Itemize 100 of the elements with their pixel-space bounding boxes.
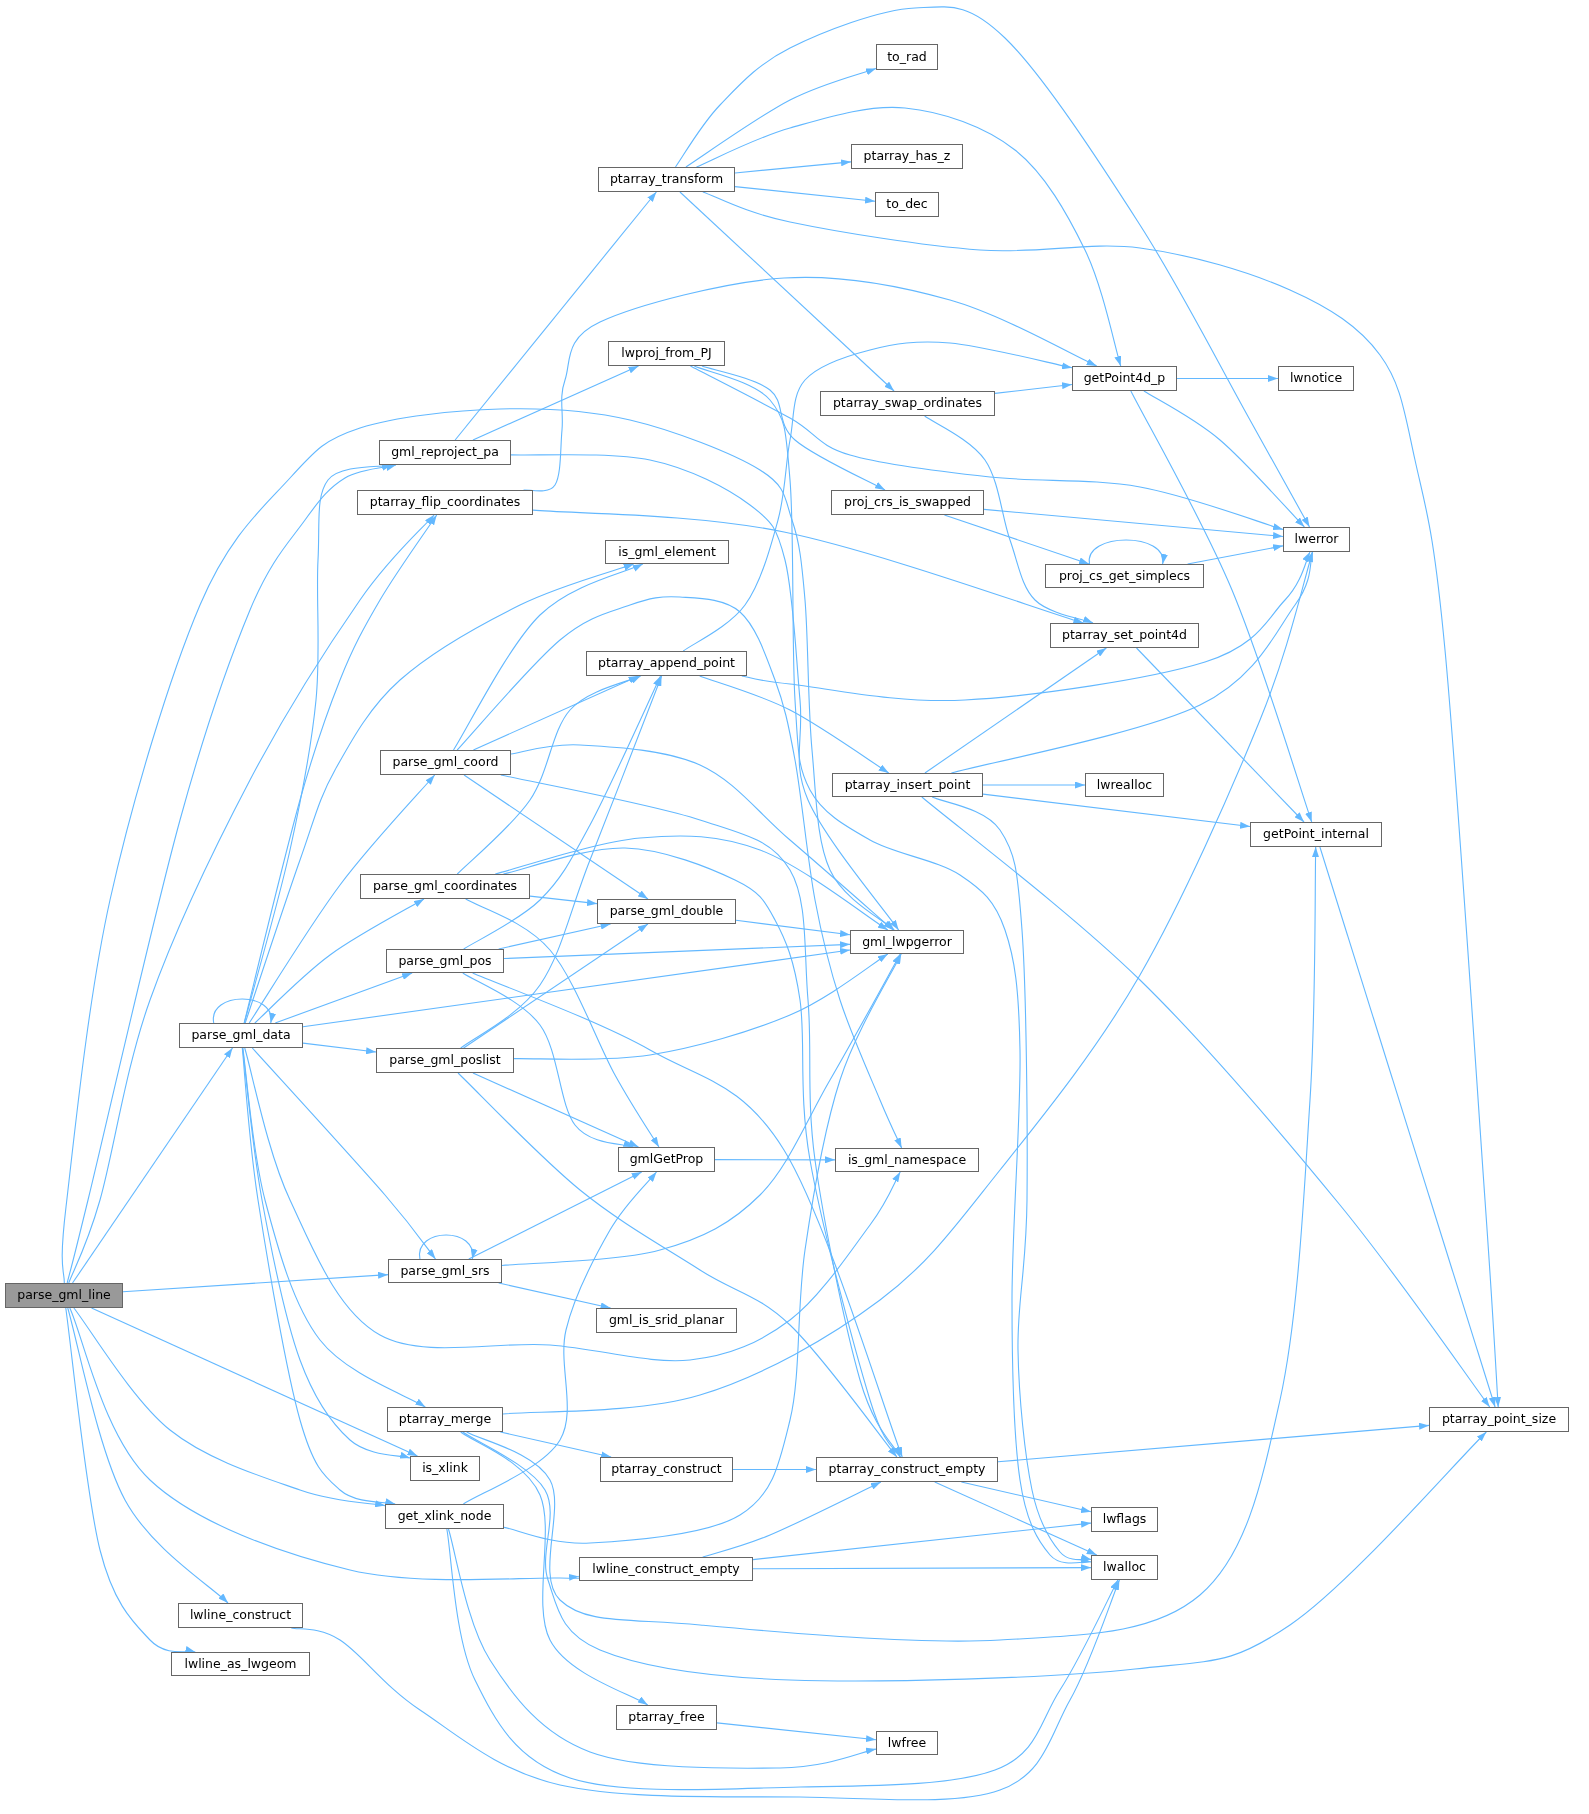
arrow [983,508,1284,540]
function-box: lwline_as_lwgeom [171,1652,310,1676]
arrow [466,846,1320,1642]
arrow [503,953,902,1544]
function-box: ptarray_construct_empty [816,1457,998,1482]
arrow [447,1528,877,1769]
arrow [510,454,900,931]
arrow [674,6,1311,528]
arrow [685,67,877,168]
arrow [251,1047,437,1260]
function-box: ptarray_insert_point [832,773,983,797]
arrow [921,796,1491,1408]
arrow [532,509,1084,624]
function-box: lwline_construct [178,1603,303,1628]
arrow [693,365,1092,1565]
function-box: lwerror [1283,527,1350,552]
arrow [702,1481,882,1558]
function-box: parse_gml_double [597,899,736,924]
arrow [71,1047,234,1284]
arrow [460,675,663,1049]
arrow [463,675,662,950]
arrow [1143,390,1305,528]
function-box: ptarray_free [616,1705,717,1730]
function-box: gmlGetProp [618,1147,715,1172]
arrow [716,1722,877,1743]
arrow [735,919,851,937]
arrow [91,1307,419,1457]
arrow [472,1072,640,1148]
function-box: ptarray_set_point4d [1050,623,1199,648]
arrow [734,159,852,174]
arrow [679,191,895,392]
arrow [462,1171,658,1505]
function-box: ptarray_swap_ordinates [820,391,995,416]
arrow [254,898,425,1024]
function-box: parse_gml_srs [388,1259,502,1283]
arrow [302,1042,377,1055]
arrow [419,1234,476,1260]
arrow [472,365,640,441]
arrow [243,514,438,1024]
function-box: ptarray_point_size [1429,1407,1569,1432]
function-box: lwnotice [1278,366,1354,391]
arrow [931,796,1092,1562]
arrow [943,514,1090,565]
arrow [701,365,886,491]
arrow [66,463,397,1284]
arrow [994,382,1073,394]
arrow [463,923,649,1049]
arrow [510,744,894,931]
arrow [699,675,890,774]
arrow [468,1171,643,1260]
function-box: lwrealloc [1085,773,1164,797]
function-box: gml_lwpgerror [850,930,964,954]
arrow [456,675,642,875]
arrow [302,947,851,1028]
function-box: get_xlink_node [385,1504,504,1529]
function-box: is_gml_namespace [835,1148,979,1172]
arrow [67,1307,229,1604]
arrow [924,415,1094,624]
arrow [498,922,612,950]
arrow [752,1520,1092,1561]
highlighted-function-box: parse_gml_line [5,1283,123,1308]
function-box: is_gml_element [605,540,729,564]
arrow [714,1156,836,1164]
arrow [242,1047,426,1408]
function-box: ptarray_transform [598,167,735,192]
arrow [741,551,1311,702]
function-box: gml_reproject_pa [379,440,511,465]
arrow [472,972,903,1458]
arrow [122,1271,389,1293]
arrow [454,191,657,441]
arrow [465,898,660,1148]
function-box: proj_cs_get_simplecs [1045,564,1204,588]
arrow [244,563,635,1024]
arrow [982,793,1251,829]
function-box: getPoint_internal [1250,822,1382,847]
function-box: getPoint4d_p [1072,366,1177,391]
function-box: proj_crs_is_swapped [831,490,984,515]
arrow [68,514,435,1284]
arrow [501,953,901,1266]
arrow [498,1282,612,1310]
arrow [982,781,1086,789]
function-box: lwfree [876,1731,938,1755]
function-box: ptarray_has_z [851,144,963,169]
arrow [1130,390,1313,823]
arrow [73,1307,386,1508]
arrow [682,341,1073,652]
function-box: to_dec [875,192,939,217]
function-box: ptarray_construct [600,1457,733,1482]
function-box: ptarray_merge [387,1407,503,1432]
arrow [1187,544,1284,565]
arrow [924,647,1107,774]
arrow [463,774,649,900]
arrow [734,186,876,204]
arrow [446,1528,1119,1791]
function-box: to_rad [876,44,938,70]
arrow [1319,846,1496,1408]
arrow [213,998,275,1024]
arrow [1176,375,1279,382]
function-box: is_xlink [410,1456,480,1481]
arrow [950,551,1314,774]
